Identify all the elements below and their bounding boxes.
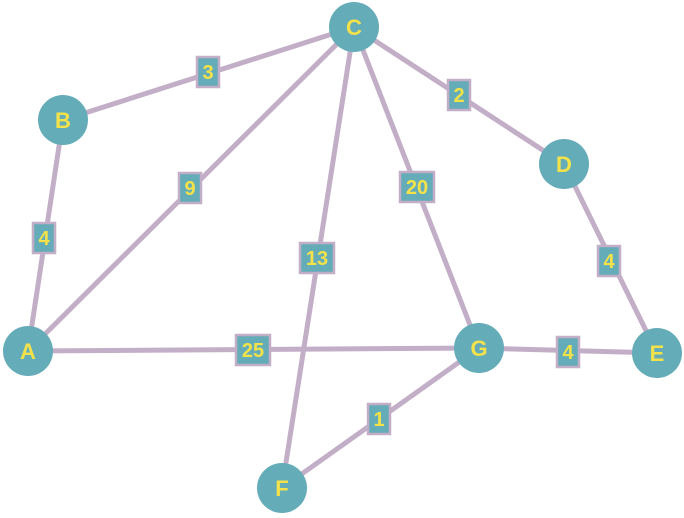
edge-weight-g-f: 1 [366,402,392,436]
edge-weight-label: 9 [184,178,195,200]
node-e: E [632,328,682,378]
edge-weight-box [398,170,436,204]
node-label: C [346,15,362,40]
edge-weight-box [298,241,336,275]
node-circle [38,95,88,145]
edge-weight-d-e: 4 [596,244,622,278]
node-circle [454,323,504,373]
node-a: A [3,326,53,376]
edge-weight-box [31,221,57,255]
edge-weight-a-g: 25 [234,333,272,367]
edge-weight-label: 1 [373,409,384,431]
nodes-layer: A B C D E F G [3,2,682,513]
node-label: A [20,339,36,364]
node-c: C [329,2,379,52]
edges-layer [25,24,660,491]
edge-weight-label: 3 [202,62,213,84]
node-circle [257,463,307,513]
node-label: B [55,108,71,133]
edge-weight-box [234,333,272,367]
node-label: D [556,152,572,177]
edge-weight-c-g: 20 [398,170,436,204]
edge-weight-c-f: 13 [298,241,336,275]
node-label: F [275,476,288,501]
edge-weight-label: 13 [306,248,328,270]
node-d: D [539,139,589,189]
edge-weight-label: 25 [242,340,264,362]
edge-weight-c-d: 2 [446,78,472,112]
edge-weight-b-c: 3 [195,55,221,89]
node-circle [329,2,379,52]
edge-weight-label: 2 [453,85,464,107]
node-f: F [257,463,307,513]
edge-weight-box [195,55,221,89]
edge-weight-g-e: 4 [555,335,581,369]
edge-weight-label: 20 [406,177,428,199]
edge-weight-box [177,171,203,205]
node-circle [632,328,682,378]
edge-weight-label: 4 [603,251,615,273]
node-circle [539,139,589,189]
edge-weight-box [446,78,472,112]
edge-weight-box [596,244,622,278]
edge-weight-box [366,402,392,436]
edge-weight-a-b: 4 [31,221,57,255]
node-label: E [650,341,665,366]
edge-weight-label: 4 [38,228,50,250]
edge-weight-box [555,335,581,369]
edge-weight-a-c: 9 [177,171,203,205]
node-label: G [470,336,487,361]
node-circle [3,326,53,376]
node-g: G [454,323,504,373]
edge-weight-label: 4 [562,342,574,364]
node-b: B [38,95,88,145]
weights-layer: 3 2 4 9 13 20 4 25 4 1 [31,55,622,436]
